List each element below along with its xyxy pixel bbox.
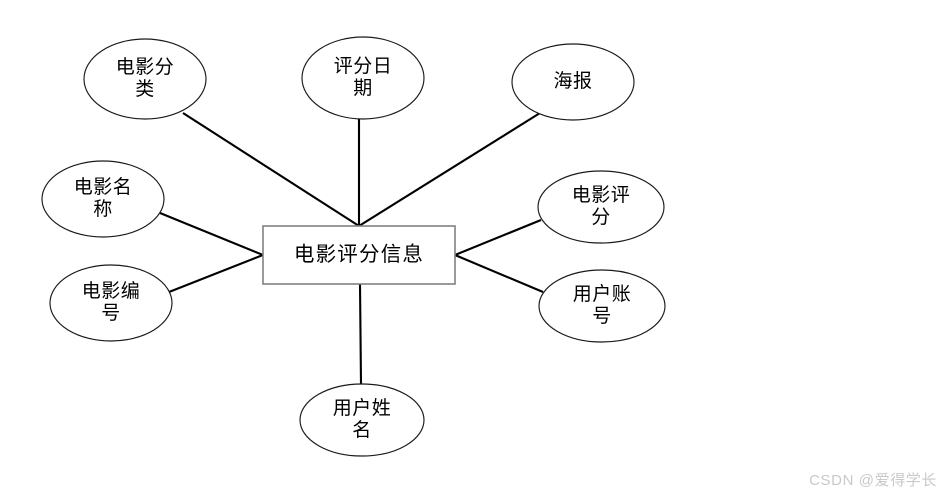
attribute-ellipse-rating-date[interactable] xyxy=(301,36,425,120)
connector-movie-rating xyxy=(454,219,542,256)
watermark-text: CSDN @爱得学长 xyxy=(809,472,937,489)
connector-user-account xyxy=(454,254,544,293)
connector-movie-id xyxy=(168,254,264,293)
attribute-ellipse-movie-rating[interactable] xyxy=(537,170,665,244)
attribute-ellipse-movie-category[interactable] xyxy=(83,38,207,120)
connector-movie-category xyxy=(182,112,360,227)
attribute-ellipse-movie-id[interactable] xyxy=(49,264,173,342)
attribute-ellipse-movie-name[interactable] xyxy=(41,160,165,238)
attribute-ellipse-user-account[interactable] xyxy=(538,269,666,343)
connector-movie-name xyxy=(159,212,264,256)
connector-poster xyxy=(358,112,541,227)
attribute-ellipse-user-name[interactable] xyxy=(299,383,425,457)
shape-layer xyxy=(41,36,666,457)
attribute-ellipse-poster[interactable] xyxy=(511,43,635,121)
connector-layer xyxy=(159,112,544,385)
connector-user-name xyxy=(358,283,363,385)
entity-box-电影评分信息[interactable] xyxy=(262,225,456,285)
